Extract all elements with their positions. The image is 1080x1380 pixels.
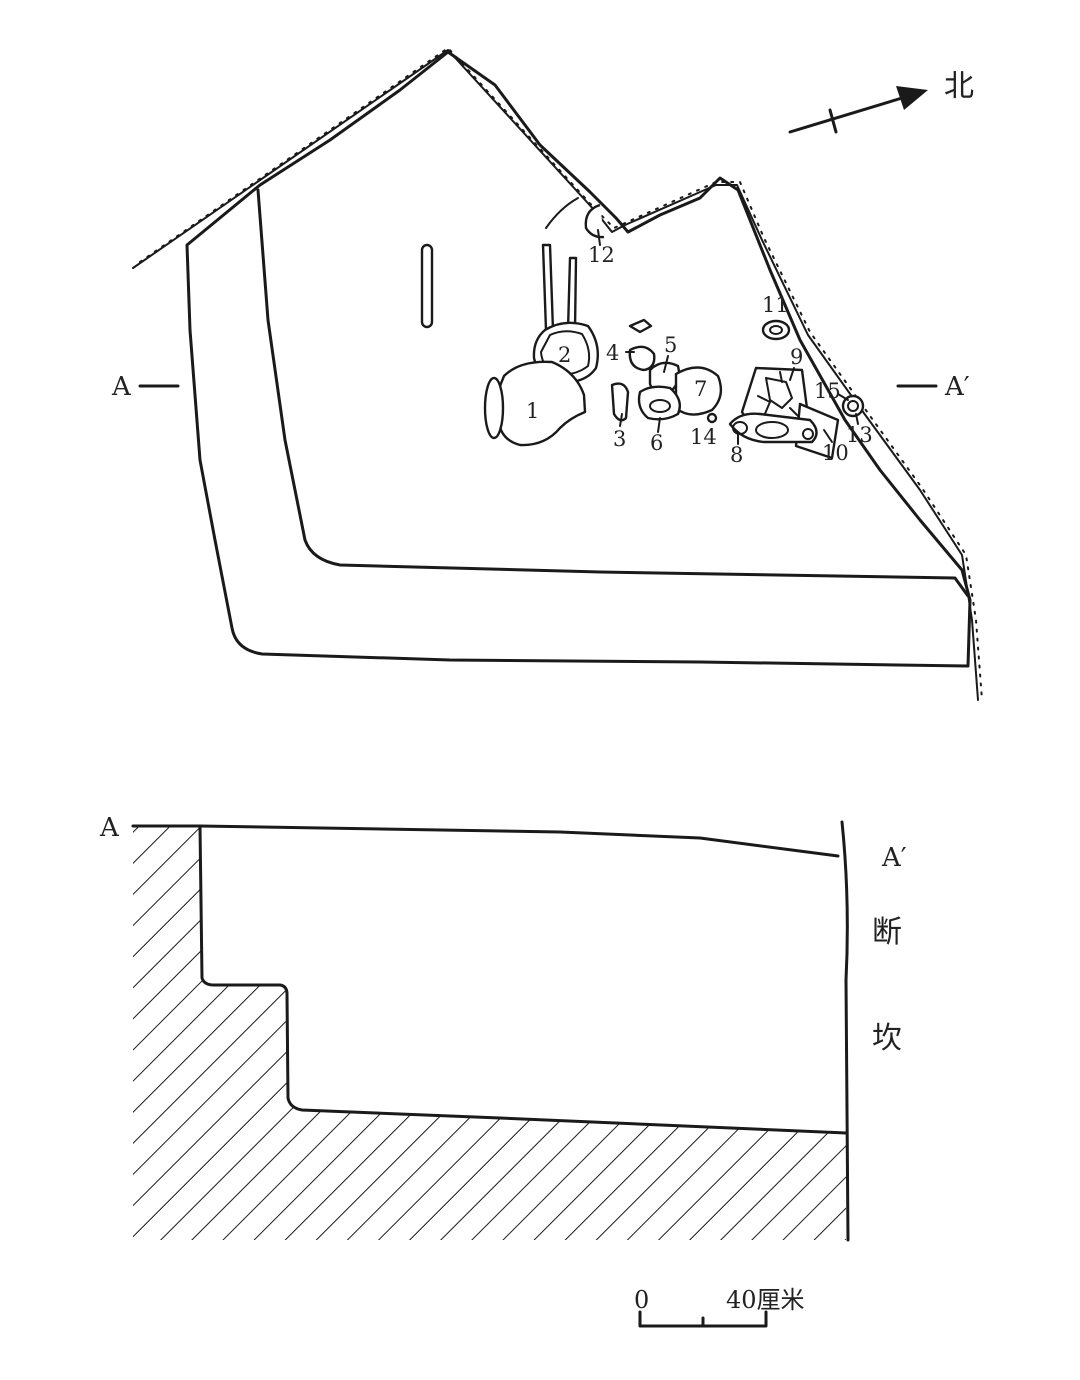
label-10: 10	[822, 441, 849, 465]
arc-fragment	[545, 197, 579, 229]
section-earth	[133, 826, 846, 1240]
section-label-a-prime: A′	[944, 372, 970, 402]
section-label-left: A	[99, 813, 120, 843]
label-13: 13	[846, 423, 873, 447]
cliff-label-2: 坎	[872, 1021, 902, 1056]
artifact-8	[728, 412, 818, 444]
label-11: 11	[762, 293, 789, 317]
scale-zero: 0	[634, 1286, 649, 1314]
label-1: 1	[526, 399, 539, 423]
wood-strip	[420, 243, 434, 329]
section-top-line	[198, 824, 840, 858]
artifact-4	[628, 345, 656, 372]
section-outline	[131, 824, 848, 1135]
artifact-14	[706, 412, 718, 424]
artifact-11	[761, 319, 791, 341]
label-15: 15	[814, 379, 841, 403]
ledge-outline	[256, 188, 970, 598]
artifact-3	[610, 382, 630, 422]
north-label: 北	[944, 69, 974, 104]
section-label-right: A′	[881, 843, 907, 873]
leader-lines	[619, 351, 859, 445]
handle-mid	[566, 256, 578, 332]
cliff-label-1: 断	[872, 915, 902, 950]
fragment-top	[628, 318, 653, 334]
label-7: 7	[694, 377, 707, 401]
label-2: 2	[558, 343, 571, 367]
artifact-6	[637, 385, 681, 421]
label-12: 12	[588, 243, 615, 267]
artifact-7	[674, 366, 723, 416]
scale-bar: 0 40厘米	[634, 1286, 805, 1328]
label-5: 5	[664, 333, 677, 357]
cliff-line	[840, 820, 850, 1242]
scale-end: 40厘米	[726, 1286, 805, 1314]
artifact-labels: 1 2 3 4 5 6 7 8 9 10 11 12 13 14 15	[526, 243, 873, 467]
label-8: 8	[730, 443, 743, 467]
label-9: 9	[790, 345, 803, 369]
label-14: 14	[690, 425, 717, 449]
section-marker-a: A	[111, 372, 180, 402]
north-arrow: 北	[788, 69, 974, 134]
artifact-13	[841, 394, 865, 418]
handle-left	[541, 243, 555, 332]
label-3: 3	[613, 427, 626, 451]
section-view: A A′ 断 坎	[99, 813, 907, 1242]
pit-outline	[185, 50, 972, 668]
plan-view: A A′ 北 1 2 3 4 5 6 7 8 9 10 11 12 13	[111, 47, 983, 701]
section-marker-a-prime: A′	[896, 372, 970, 402]
artifact-12	[584, 203, 605, 239]
artifact-1	[483, 360, 587, 447]
label-6: 6	[650, 431, 663, 455]
section-label-a: A	[111, 372, 132, 402]
label-4: 4	[606, 341, 619, 365]
